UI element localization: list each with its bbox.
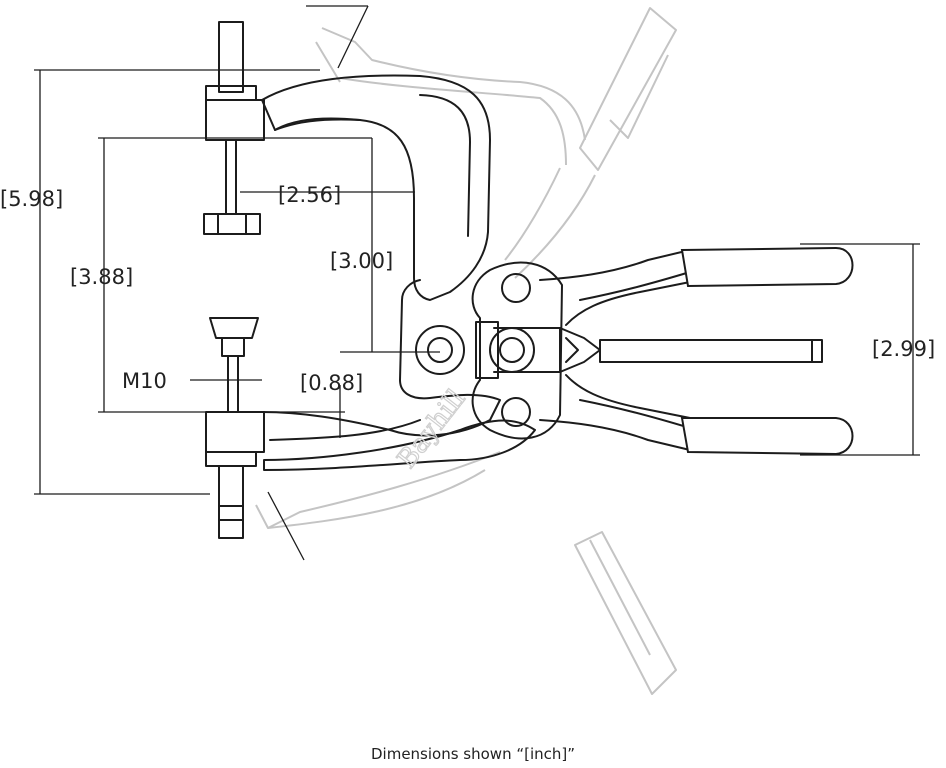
- upper-handle: [539, 246, 854, 326]
- overall-height-label: [5.98]: [0, 187, 63, 211]
- handle-spread-label: [2.99]: [872, 337, 935, 361]
- lower-spindle: [205, 317, 265, 539]
- upper-spindle: [203, 21, 265, 235]
- throat-height-label: [3.00]: [330, 249, 393, 273]
- opening-height-label: [3.88]: [70, 265, 133, 289]
- lower-jaw: [261, 279, 536, 471]
- thread-size-label: M10: [122, 369, 167, 393]
- ghost-open-position: [255, 7, 677, 695]
- throat-depth-label: [2.56]: [278, 183, 341, 207]
- release-lever: [599, 339, 823, 363]
- upper-jaw: [261, 74, 491, 301]
- pivot-offset-label: [0.88]: [300, 371, 363, 395]
- units-caption: Dimensions shown “[inch]”: [371, 745, 575, 763]
- lower-handle: [539, 374, 854, 456]
